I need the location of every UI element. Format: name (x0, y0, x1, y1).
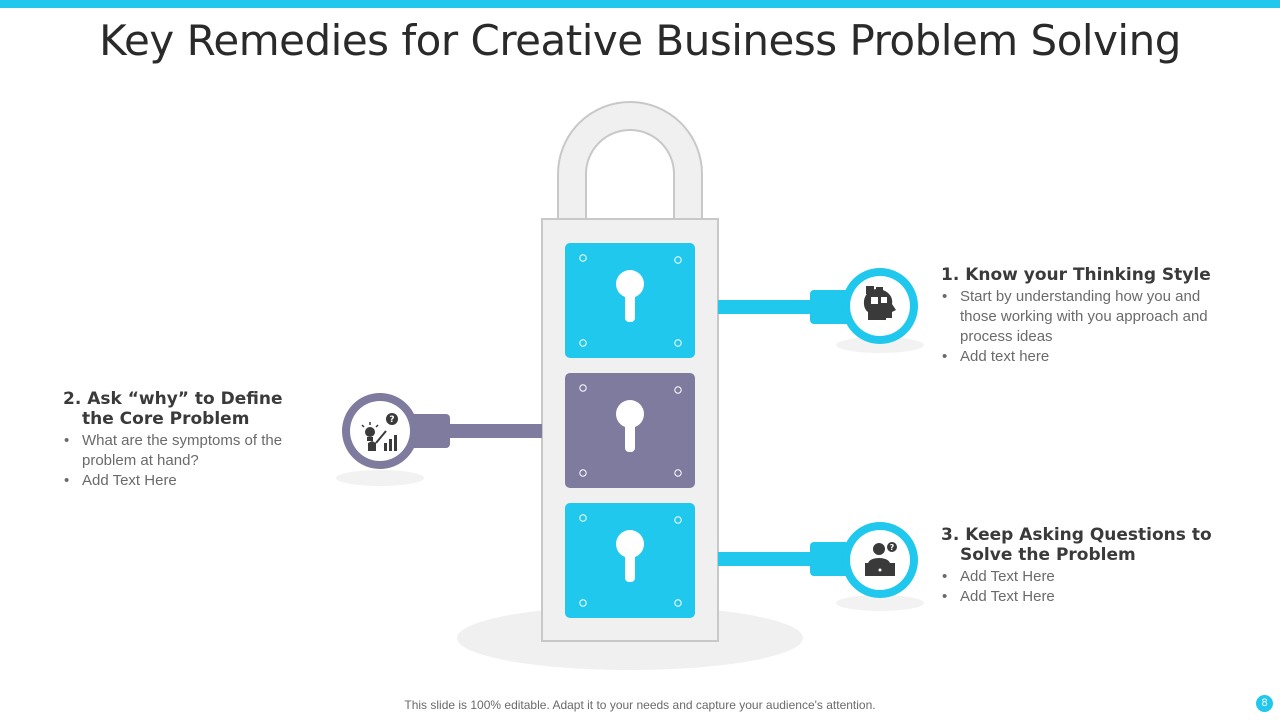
step-2-bullet-2: Add Text Here (63, 471, 313, 491)
top-accent-bar (0, 0, 1280, 8)
lock-panel-1 (565, 243, 695, 358)
key-2 (336, 393, 542, 486)
step-2-title: 2. Ask “why” to Define the Core Problem (63, 389, 283, 429)
step-3-bullet-2: Add Text Here (941, 587, 1226, 607)
step-3-bullet-1: Add Text Here (941, 567, 1226, 587)
lock-panel-2 (565, 373, 695, 488)
step-1-bullet-1: Start by understanding how you and those… (941, 287, 1226, 347)
page-number-badge: 8 (1256, 695, 1273, 712)
head-puzzle-icon (863, 286, 896, 320)
step-1-title: 1. Know your Thinking Style (941, 265, 1211, 285)
svg-text:?: ? (389, 415, 394, 425)
step-2-block: 2. Ask “why” to Define the Core Problem … (63, 389, 313, 491)
svg-text:?: ? (890, 543, 895, 552)
step-3-block: 3. Keep Asking Questions to Solve the Pr… (941, 525, 1226, 607)
person-laptop-question-icon: ? (865, 542, 897, 576)
step-2-bullet-1: What are the symptoms of the problem at … (63, 431, 313, 471)
step-1-bullet-2: Add text here (941, 347, 1226, 367)
step-1-block: 1. Know your Thinking Style Start by und… (941, 265, 1226, 367)
slide-title: Key Remedies for Creative Business Probl… (99, 16, 1181, 65)
idea-question-chart-icon: ? (361, 413, 398, 451)
step-3-title: 3. Keep Asking Questions to Solve the Pr… (941, 525, 1212, 565)
slide-footer: This slide is 100% editable. Adapt it to… (404, 698, 876, 712)
lock-panel-3 (565, 503, 695, 618)
